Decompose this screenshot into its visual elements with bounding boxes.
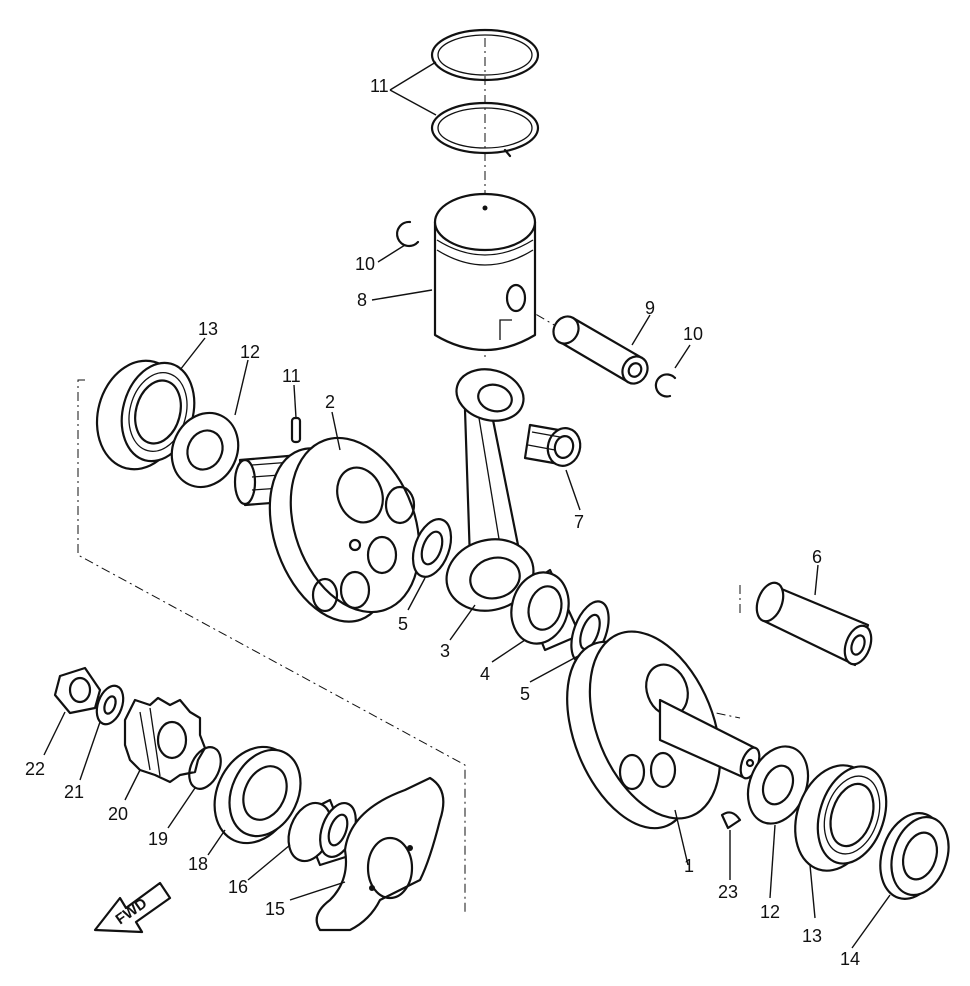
forward-arrow: FWD: [93, 881, 172, 934]
nut: [53, 666, 102, 715]
main-bearing-left: [95, 359, 196, 471]
small-end-bearing: [523, 423, 582, 467]
callout-5-washer-right: 5: [520, 684, 530, 704]
callout-12-shim-right: 12: [760, 902, 780, 922]
callout-11-key: 11: [282, 366, 301, 386]
callout-1-crank-half: 1: [684, 856, 694, 876]
callout-12-shim-left: 12: [240, 342, 260, 362]
primary-drive-gear: [123, 696, 207, 784]
leader-lines: [43, 61, 891, 949]
callout-18-bearing: 18: [188, 854, 208, 874]
big-end-bearing: [510, 568, 582, 652]
shaft-circlip: [188, 746, 222, 790]
callout-2-crank-half: 2: [325, 392, 335, 412]
callout-4-big-end-bearing: 4: [480, 664, 490, 684]
callout-9-piston-pin: 9: [645, 298, 655, 318]
circlip-left: [395, 220, 420, 247]
piston-rings: [430, 28, 540, 158]
main-bearing-right: [794, 764, 888, 872]
connecting-rod: [445, 368, 535, 612]
callout-20-gear: 20: [108, 804, 128, 824]
callout-13-bearing-left: 13: [198, 319, 218, 339]
callout-22-nut: 22: [25, 759, 45, 779]
piston-pin: [552, 315, 649, 385]
callout-14-oil-seal: 14: [840, 949, 860, 969]
crank-half-left: [233, 436, 421, 623]
callout-labels: 11 10 8 9 10 13 12 11 2 7 6 5 3 4 5 1 23…: [25, 76, 860, 969]
callout-7-needle-bearing: 7: [574, 512, 584, 532]
crank-half-right: [566, 630, 761, 830]
shim-left: [170, 411, 240, 489]
callout-23-key: 23: [718, 882, 738, 902]
callout-10-circlip-right: 10: [683, 324, 703, 344]
callout-10-circlip-left: 10: [355, 254, 375, 274]
callout-8-piston: 8: [357, 290, 367, 310]
callout-19-circlip: 19: [148, 829, 168, 849]
callout-15-plate: 15: [265, 899, 285, 919]
callout-3-con-rod: 3: [440, 641, 450, 661]
lock-washer: [95, 684, 125, 726]
oil-seal: [879, 812, 950, 900]
callout-21-washer: 21: [64, 782, 84, 802]
woodruff-key-upper: [290, 416, 302, 444]
crank-cover-plate: [315, 776, 445, 932]
callout-5-washer-left: 5: [398, 614, 408, 634]
circlip-right: [654, 373, 677, 398]
piston: [433, 192, 537, 351]
callout-13-bearing-right: 13: [802, 926, 822, 946]
primary-bearing: [213, 745, 302, 845]
callout-6-crank-pin: 6: [812, 547, 822, 567]
callout-16-collar: 16: [228, 877, 248, 897]
woodruff-key-lower: [720, 811, 742, 830]
thrust-washer-left: [411, 518, 453, 578]
crank-pin: [755, 581, 873, 667]
callout-11-rings: 11: [370, 76, 389, 96]
